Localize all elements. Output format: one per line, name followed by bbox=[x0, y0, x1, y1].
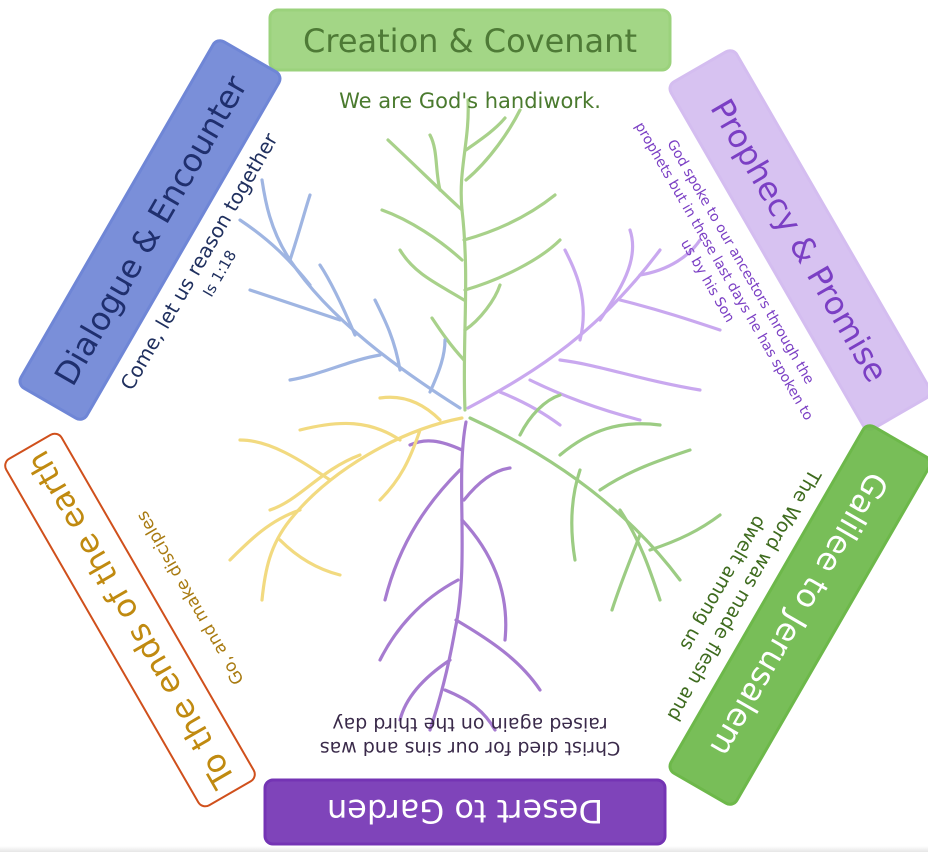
tree-branches bbox=[228, 98, 722, 732]
galilee-banner-shape bbox=[668, 424, 928, 806]
creation-caption: We are God's handiwork. bbox=[339, 89, 601, 113]
dialogue-banner-shape bbox=[18, 39, 282, 421]
creation-banner-shape bbox=[268, 8, 672, 72]
creation-caption-line-1: We are God's handiwork. bbox=[339, 89, 601, 113]
prophecy-banner-shape bbox=[668, 49, 928, 431]
desert-branch bbox=[378, 420, 542, 732]
dialogue-branch bbox=[238, 178, 462, 410]
desert-caption: Christ died for our sins and was raised … bbox=[320, 713, 621, 759]
creation-branch bbox=[380, 98, 562, 412]
galilee-branch bbox=[468, 393, 722, 612]
creation-covenant-banner: Creation & Covenant bbox=[268, 8, 672, 72]
desert-caption-line-2: raised again on the third day bbox=[332, 713, 607, 735]
desert-caption-line-1: Christ died for our sins and was bbox=[320, 737, 621, 759]
bottom-edge-strip bbox=[0, 846, 928, 852]
ends-banner-shape bbox=[4, 432, 256, 808]
ends-branch bbox=[228, 395, 464, 602]
desert-banner-title: Desert to Garden bbox=[327, 792, 603, 830]
prophecy-branch bbox=[466, 228, 722, 427]
desert-garden-banner: Desert to Garden bbox=[263, 778, 667, 846]
desert-banner-shape bbox=[263, 778, 667, 846]
ends-earth-banner: To the ends of the earth bbox=[4, 432, 256, 808]
creation-banner-title: Creation & Covenant bbox=[303, 22, 637, 60]
